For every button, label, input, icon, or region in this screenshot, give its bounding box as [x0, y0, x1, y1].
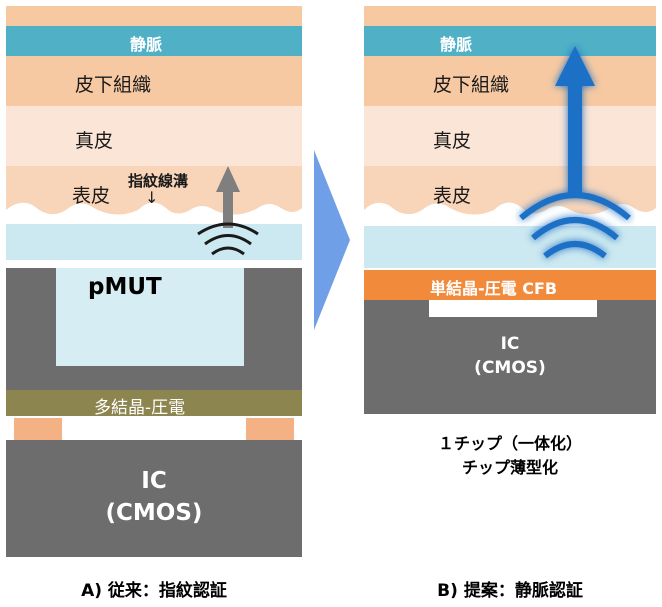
- left-subcutaneous-layer: [6, 56, 302, 106]
- left-dermis-layer: [6, 106, 302, 166]
- fingerprint-down-arrow: ↓: [145, 188, 159, 207]
- right-dermis-label: 真皮: [433, 130, 472, 152]
- one-chip-label: １チップ（一体化）: [437, 434, 582, 453]
- left-ic-label: IC: [141, 468, 167, 494]
- left-piezo-label: 多結晶-圧電: [94, 398, 186, 418]
- right-cmos-label: (CMOS): [474, 358, 546, 378]
- right-piezo-label: 単結晶-圧電 CFB: [430, 279, 558, 298]
- right-bond-pad: [246, 418, 294, 440]
- right-ultrasound-arrow-icon: [519, 46, 631, 259]
- right-ic-block: [364, 300, 656, 414]
- left-vein-layer: [6, 26, 302, 56]
- left-bond-pad: [14, 418, 62, 440]
- right-subcutaneous-label: 皮下組織: [433, 74, 510, 96]
- fingerprint-label: 指紋線溝: [128, 172, 189, 190]
- right-dermis-layer: [364, 106, 656, 166]
- thin-chip-label: チップ薄型化: [461, 458, 558, 477]
- pmut-label: pMUT: [88, 274, 162, 300]
- right-epidermis-layer: [364, 166, 656, 215]
- left-epidermis-label: 表皮: [72, 185, 111, 207]
- left-cmos-label: (CMOS): [105, 500, 203, 526]
- right-vein-label: 静脈: [440, 35, 473, 54]
- left-skin-top-layer: [6, 6, 302, 26]
- right-epidermis-label: 表皮: [433, 185, 472, 207]
- transition-arrow-icon: [314, 150, 350, 330]
- right-vein-layer: [364, 26, 656, 56]
- left-ic-block: [6, 440, 302, 557]
- right-ic-cavity: [429, 300, 597, 317]
- right-piezo-layer: [364, 270, 656, 300]
- left-subcutaneous-label: 皮下組織: [75, 74, 152, 96]
- left-piezo-layer: [6, 390, 302, 416]
- right-subcutaneous-layer: [364, 56, 656, 106]
- right-ic-label: IC: [500, 334, 520, 354]
- pmut-cavity: [56, 268, 244, 366]
- left-dermis-label: 真皮: [75, 130, 114, 152]
- left-vein-label: 静脈: [130, 35, 163, 54]
- right-caption: B) 提案：静脈認証: [437, 581, 583, 601]
- left-ultrasound-arrow-icon: [197, 166, 259, 256]
- left-caption: A) 従来：指紋認証: [81, 581, 227, 601]
- right-skin-top-layer: [364, 6, 656, 26]
